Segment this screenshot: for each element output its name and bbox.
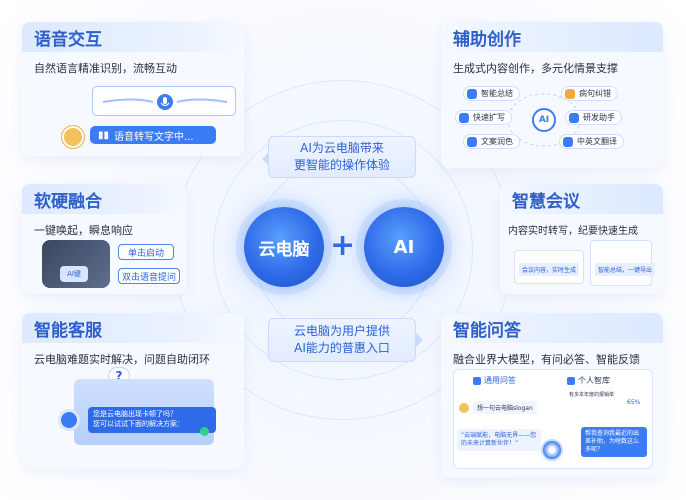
single-click-launch-button[interactable]: 单击启动	[118, 244, 174, 260]
meeting-doc-back: 智能总结，一键导出	[590, 240, 656, 286]
tag-translate[interactable]: 中英文翻译	[559, 134, 624, 149]
ai-icon: AI	[532, 108, 556, 132]
plus-sign: +	[330, 228, 356, 263]
meeting-card: 智慧会议 内容实时转写，纪要快速生成 智能总结，一键导出 会议内容，实时生成	[500, 184, 663, 294]
service-card: 智能客服 云电脑难题实时解决，问题自助闭环 ? 您是云电脑出现卡顿了吗？ 您可以…	[22, 313, 244, 469]
qa-msg-4: 有多本年度的报销单	[569, 392, 615, 398]
waveform-small-icon: ▮▮	[98, 129, 110, 141]
voice-card: 语音交互 自然语言精准识别，流畅互动 ▮▮ 语音转写文字中...	[22, 22, 244, 156]
meeting-doc-back-label: 智能总结，一键导出	[595, 263, 656, 276]
center-bubble-bottom-line1: 云电脑为用户提供	[293, 324, 390, 338]
center-bubble-bottom-line2: AI能力的普惠入口	[294, 341, 390, 355]
avatar	[62, 126, 84, 148]
assist-card: 辅助创作 生成式内容创作，多元化情景支撑 AI 智能总结 病句纠错 快速扩写 研…	[441, 22, 663, 168]
tab-personal-kb[interactable]: 个人智库	[567, 375, 610, 386]
ai-key: AI键	[60, 266, 88, 282]
voice-waveform-box	[92, 86, 236, 116]
meeting-doc-front: 会议内容，实时生成	[514, 250, 584, 284]
tag-correction[interactable]: 病句纠错	[561, 86, 618, 101]
tag-expand[interactable]: 快速扩写	[455, 110, 512, 125]
transcribing-chip: ▮▮ 语音转写文字中...	[90, 126, 216, 144]
voice-title: 语音交互	[22, 22, 244, 52]
service-chat-line1: 您是云电脑出现卡顿了吗？	[93, 410, 177, 418]
hardware-card: 软硬融合 一键唤起，瞬息响应 AI键 单击启动 双击语音提问	[22, 184, 186, 294]
qa-progress-pct: 65%	[627, 399, 641, 406]
ai-orb: AI	[364, 207, 444, 287]
qa-avatar-1	[459, 403, 469, 413]
service-title: 智能客服	[22, 313, 244, 343]
tag-summary[interactable]: 智能总结	[463, 86, 520, 101]
qa-msg-1: 想一句云电脑slogan	[473, 401, 537, 414]
service-chat-bubble: 您是云电脑出现卡顿了吗？ 您可以试试下面的解决方案：	[88, 407, 216, 433]
double-click-voice-button[interactable]: 双击语音提问	[118, 268, 180, 284]
tab-personal-icon	[567, 376, 575, 385]
center-bubble-top: AI为云电脑带来 更智能的操作体验	[268, 136, 416, 178]
keyboard-image: AI键	[42, 240, 110, 288]
qa-msg-2: “云端赋能，电脑无界——您的未来计算新伙伴！”	[457, 429, 541, 451]
center-bubble-top-line2: 更智能的操作体验	[293, 158, 390, 172]
bubble-top-arrow	[262, 152, 269, 166]
robot-avatar	[58, 409, 80, 431]
hardware-subtitle: 一键唤起，瞬息响应	[34, 224, 133, 237]
qa-subtitle: 融合业界大模型，有问必答、智能反馈	[453, 353, 640, 366]
waveform-icon	[102, 94, 228, 110]
bubble-bottom-arrow	[416, 333, 423, 347]
service-chat-line2: 您可以试试下面的解决方案：	[93, 420, 184, 428]
tag-rd-assistant[interactable]: 研发助手	[565, 110, 622, 125]
qa-msg-3: 帮我查询我最近的出差补助，为啥数这么多呢？	[581, 427, 647, 457]
voice-subtitle: 自然语言精准识别，流畅互动	[34, 62, 177, 75]
qa-card: 智能问答 融合业界大模型，有问必答、智能反馈 通用问答 个人智库 想一句云电脑s…	[441, 313, 663, 477]
tab-general-icon	[473, 376, 481, 385]
hardware-title: 软硬融合	[22, 184, 186, 214]
service-subtitle: 云电脑难题实时解决，问题自助闭环	[34, 353, 210, 366]
tab-general-qa[interactable]: 通用问答	[473, 375, 516, 386]
center-bubble-bottom: 云电脑为用户提供 AI能力的普惠入口	[268, 318, 416, 362]
qa-robot-avatar	[541, 439, 563, 461]
assist-subtitle: 生成式内容创作，多元化情景支撑	[453, 62, 618, 75]
assist-title: 辅助创作	[441, 22, 663, 52]
meeting-title: 智慧会议	[500, 184, 663, 214]
tag-polish[interactable]: 文案润色	[463, 134, 520, 149]
center-bubble-top-line1: AI为云电脑带来	[300, 141, 384, 155]
check-icon	[200, 427, 209, 436]
cloud-pc-orb: 云电脑	[244, 207, 324, 287]
transcribing-text: 语音转写文字中...	[114, 131, 194, 143]
meeting-subtitle: 内容实时转写，纪要快速生成	[508, 226, 638, 237]
qa-title: 智能问答	[441, 313, 663, 343]
meeting-doc-front-label: 会议内容，实时生成	[519, 263, 580, 276]
